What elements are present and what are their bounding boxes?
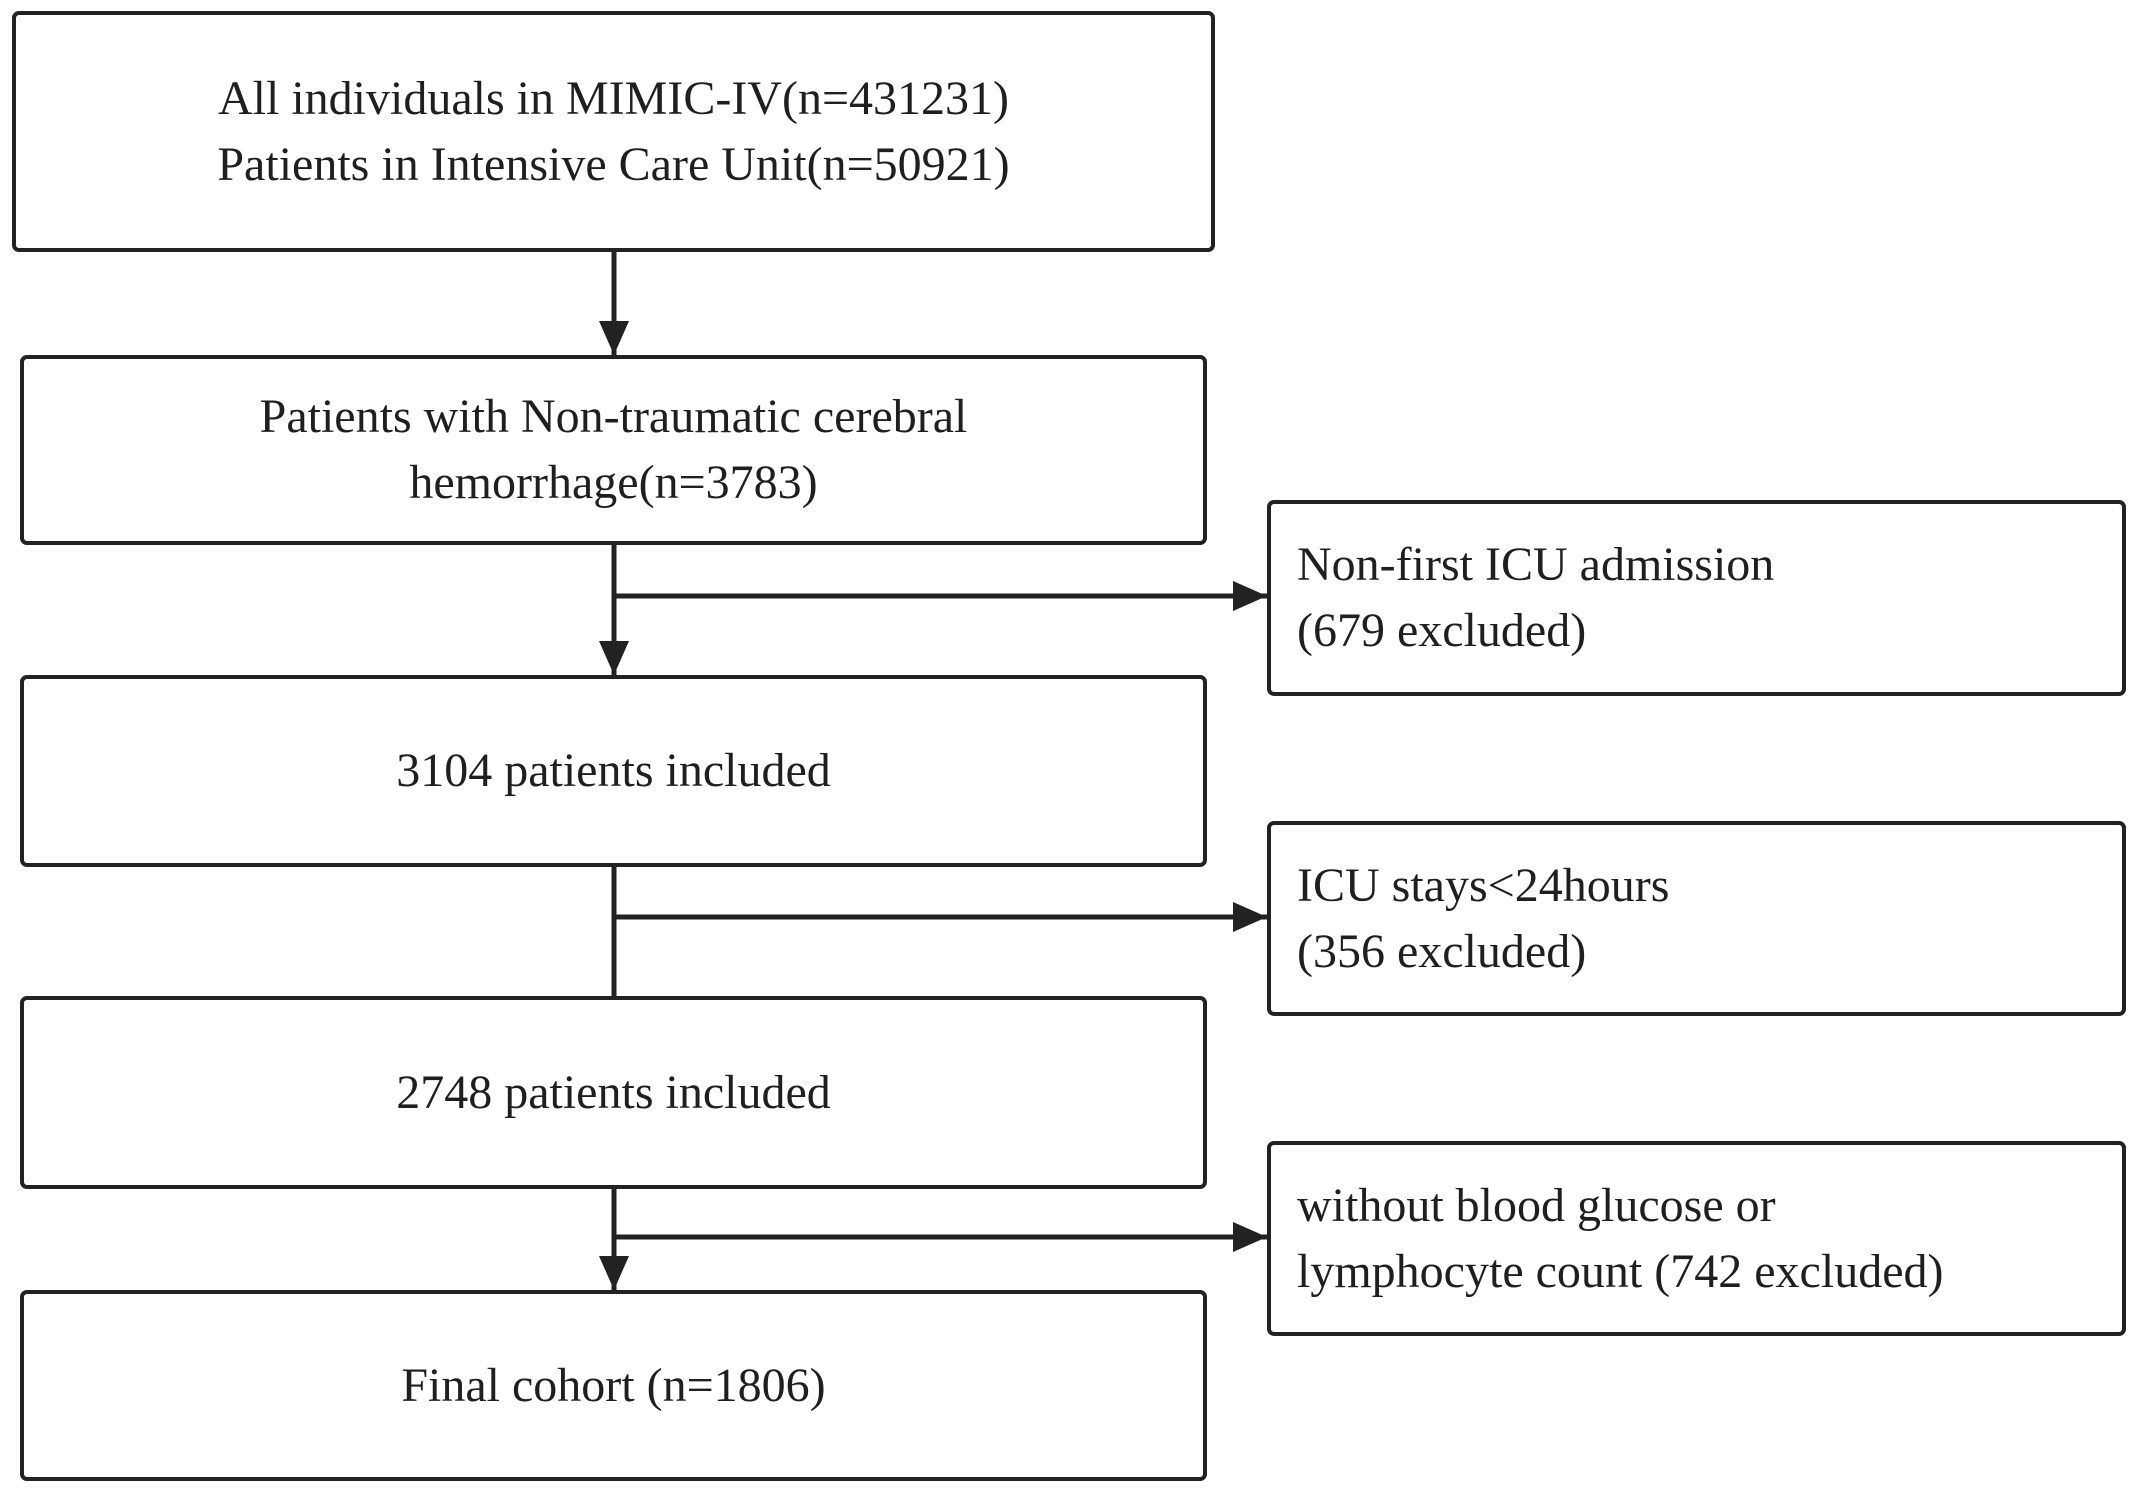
box-nontraumatic-hemorrhage-line-2: hemorrhage(n=3783) bbox=[409, 456, 818, 509]
box-exclusion-icu-stay-line-2: (356 excluded) bbox=[1297, 924, 1587, 978]
box-exclusion-non-first-icu-line-2: (679 excluded) bbox=[1297, 604, 1587, 657]
box-3104-included: 3104 patients included bbox=[20, 675, 1207, 867]
box-3104-included-label: 3104 patients included bbox=[396, 744, 831, 797]
box-exclusion-non-first-icu-line-1: Non-first ICU admission bbox=[1297, 538, 1775, 591]
box-nontraumatic-hemorrhage: Patients with Non-traumatic cerebral hem… bbox=[20, 355, 1207, 545]
box-exclusion-missing-labs-line-2: lymphocyte count (742 excluded) bbox=[1297, 1244, 1944, 1298]
box-nontraumatic-hemorrhage-line-1: Patients with Non-traumatic cerebral bbox=[259, 390, 968, 443]
box-all-individuals-line-2: Patients in Intensive Care Unit(n=50921) bbox=[217, 137, 1010, 191]
box-exclusion-icu-stay: ICU stays<24hours (356 excluded) bbox=[1267, 821, 2126, 1016]
box-all-individuals: All individuals in MIMIC-IV(n=431231) Pa… bbox=[12, 11, 1215, 252]
box-2748-included-label: 2748 patients included bbox=[396, 1065, 831, 1119]
box-2748-included: 2748 patients included bbox=[20, 996, 1207, 1189]
box-exclusion-non-first-icu: Non-first ICU admission (679 excluded) bbox=[1267, 500, 2126, 696]
box-exclusion-missing-labs-line-1: without blood glucose or bbox=[1297, 1178, 1776, 1232]
box-final-cohort-label: Final cohort (n=1806) bbox=[401, 1358, 826, 1412]
box-exclusion-icu-stay-line-1: ICU stays<24hours bbox=[1297, 858, 1670, 912]
box-exclusion-missing-labs: without blood glucose or lymphocyte coun… bbox=[1267, 1141, 2126, 1336]
box-final-cohort: Final cohort (n=1806) bbox=[20, 1290, 1207, 1481]
box-all-individuals-line-1: All individuals in MIMIC-IV(n=431231) bbox=[217, 71, 1009, 125]
